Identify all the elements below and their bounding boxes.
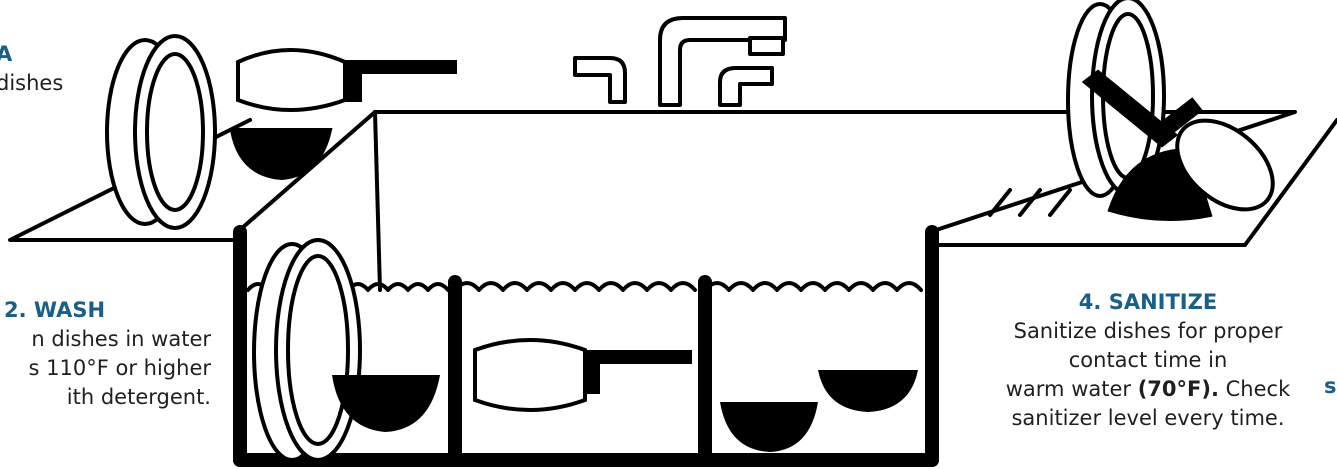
sink-left-inner-edge <box>375 112 380 290</box>
bowl-icon <box>232 130 330 178</box>
step-4-line-1: Sanitize dishes for proper <box>960 317 1336 346</box>
bowl-icon <box>720 402 818 452</box>
step-4-line-3-end: Check <box>1219 377 1290 401</box>
faucet-icon <box>575 58 625 102</box>
step-4-text: 4. SANITIZE Sanitize dishes for proper c… <box>960 288 1336 433</box>
step-4-line-2: contact time in <box>960 346 1336 375</box>
water-line-middle <box>455 283 695 290</box>
step-2-heading: 2. WASH <box>0 296 211 325</box>
step-2-line-3: ith detergent. <box>0 383 211 412</box>
rack-slats-right <box>990 190 1070 215</box>
step-2-text: 2. WASH n dishes in water s 110°F or hig… <box>0 296 211 412</box>
faucet-icon <box>750 38 783 54</box>
step-4-temperature: (70°F). <box>1138 377 1219 401</box>
step-1-line: dishes <box>0 71 63 95</box>
water-line-right <box>705 283 921 290</box>
step-4-line-4: sanitizer level every time. <box>960 404 1336 433</box>
step-4-line-3-plain: warm water <box>1006 377 1138 401</box>
step-1-heading: A <box>0 40 63 69</box>
step-1-text: A dishes <box>0 40 63 98</box>
step-4-heading: 4. SANITIZE <box>960 288 1336 317</box>
step-5-heading: s <box>1324 372 1337 401</box>
step-2-line-1: n dishes in water <box>0 325 211 354</box>
pot-icon <box>475 340 585 410</box>
step-4-line-3: warm water (70°F). Check <box>960 375 1336 404</box>
faucet-icon <box>720 68 772 105</box>
step-2-line-2: s 110°F or higher <box>0 354 211 383</box>
pot-icon <box>238 50 345 110</box>
bowl-icon <box>818 370 918 412</box>
